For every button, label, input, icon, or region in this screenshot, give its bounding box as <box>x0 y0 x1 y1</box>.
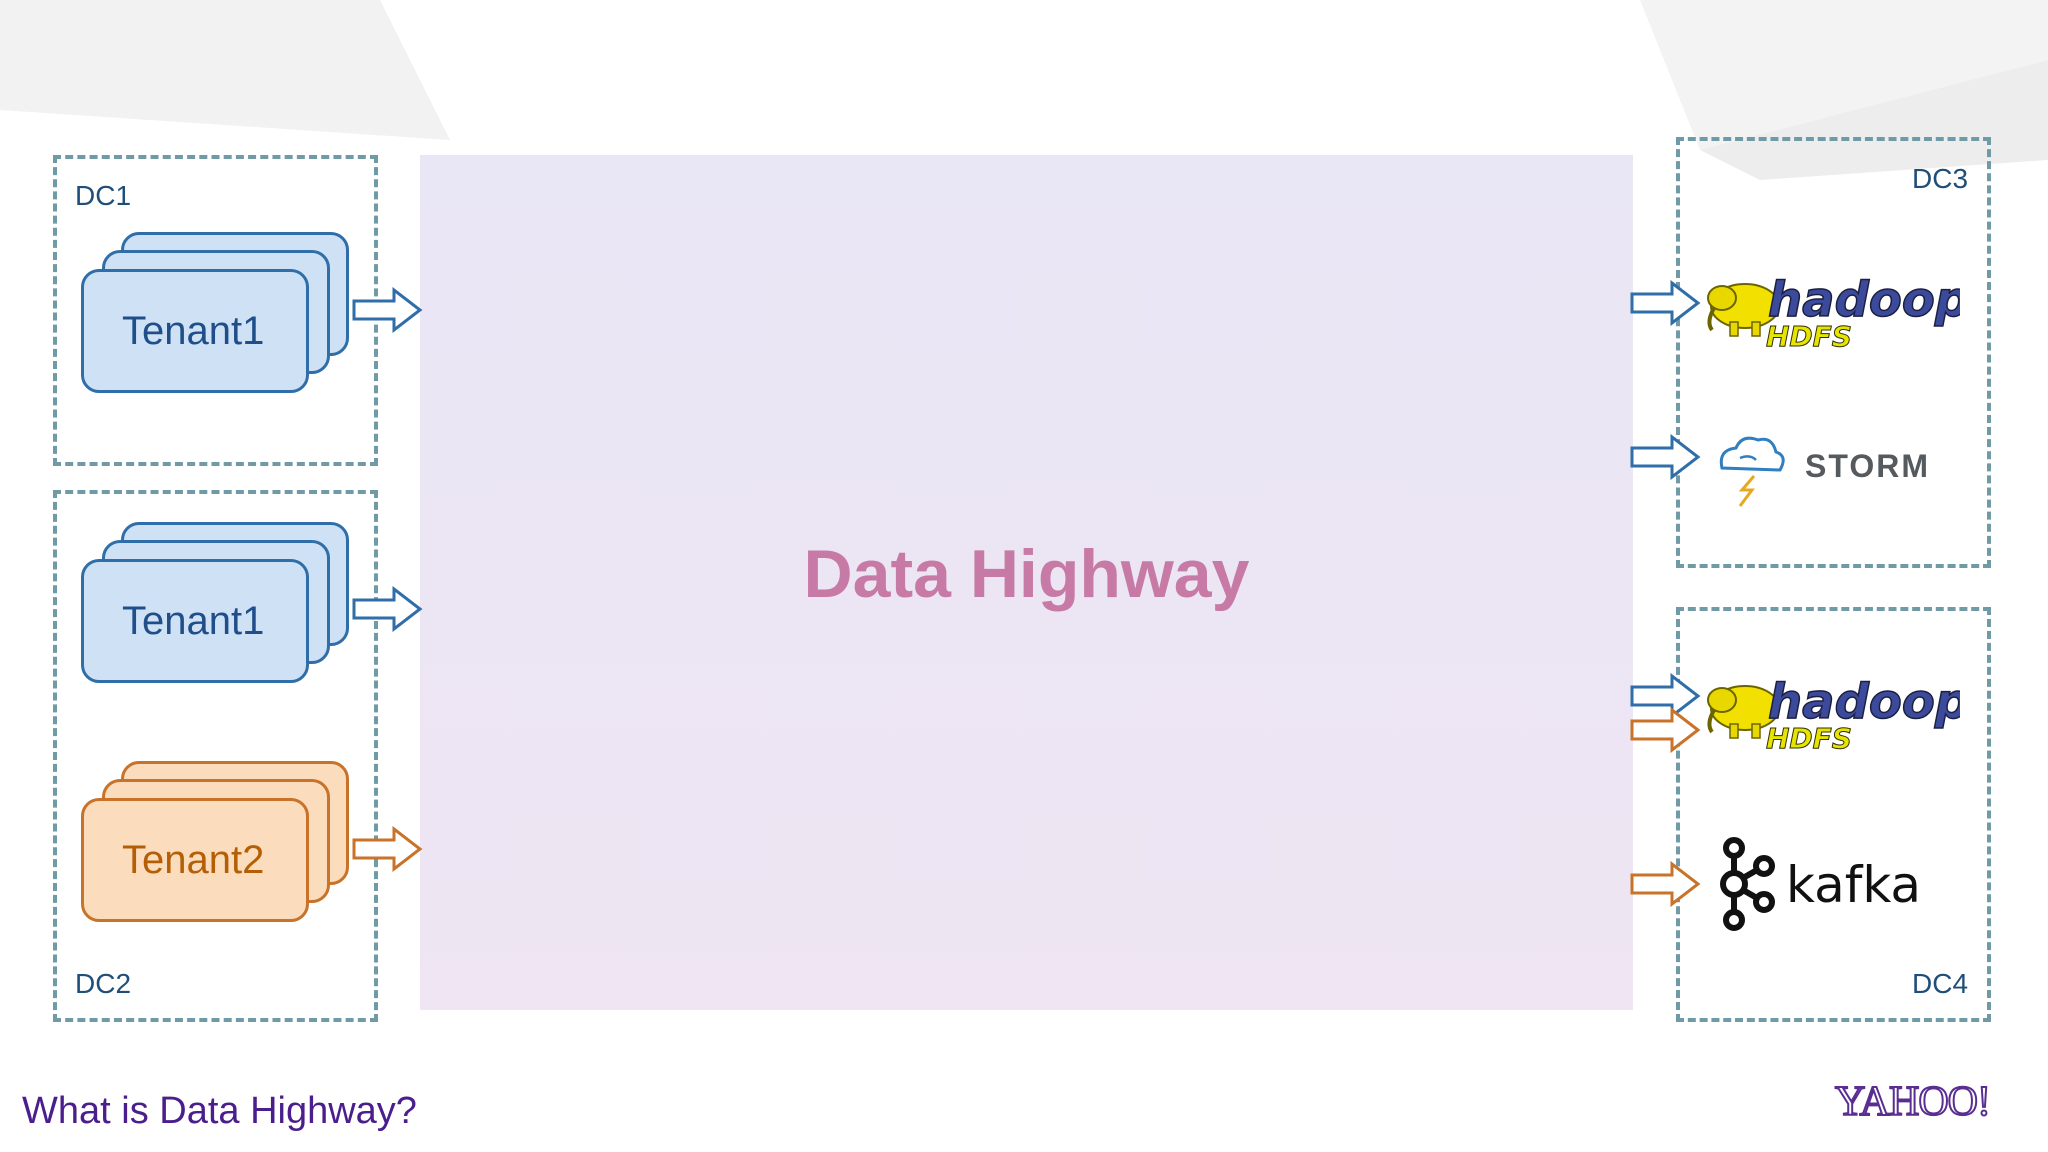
storm-word: STORM <box>1805 448 1930 484</box>
arrow-to-hadoop-dc3 <box>1630 280 1701 326</box>
hadoop-logo-dc3: hadoop HDFS <box>1707 271 1960 354</box>
arrow-tenant1-dc1 <box>352 287 423 333</box>
background-facets <box>0 0 2048 180</box>
kafka-word: kafka <box>1786 856 1922 914</box>
arrow-to-kafka-dc4 <box>1630 861 1701 907</box>
arrow-tenant1-dc2 <box>352 586 423 632</box>
hdfs-word: HDFS <box>1766 722 1852 755</box>
hdfs-word: HDFS <box>1766 320 1852 353</box>
kafka-nodes-icon <box>1720 837 1775 931</box>
storm-cloud-icon <box>1719 436 1785 507</box>
dc4-box <box>1676 607 1991 1022</box>
slide-title: What is Data Highway? <box>22 1090 417 1132</box>
dc2-label: DC2 <box>75 968 132 999</box>
tenant-label: Tenant2 <box>122 838 265 882</box>
tenant-card-front <box>81 559 309 683</box>
tenant-label: Tenant1 <box>122 599 265 643</box>
hadoop-elephant-icon <box>1707 283 1780 337</box>
hadoop-word: hadoop <box>1768 272 1960 328</box>
arrow-to-hadoop-dc4-tenant1 <box>1630 673 1701 719</box>
yahoo-logo: YAHOO! <box>1834 1078 1992 1126</box>
hadoop-word: hadoop <box>1768 674 1960 730</box>
tenant-label: Tenant1 <box>122 309 265 353</box>
tenant-card-front <box>81 798 309 922</box>
tenant-card-front <box>81 269 309 393</box>
dc2-box <box>53 490 378 1022</box>
arrow-tenant2-dc2 <box>352 826 423 872</box>
data-highway-panel <box>420 155 1633 1010</box>
hadoop-logo-dc4: hadoop HDFS <box>1707 673 1960 756</box>
dc1-label: DC1 <box>75 180 132 211</box>
dc4-label: DC4 <box>1912 968 1969 999</box>
arrow-to-storm-dc3 <box>1630 434 1701 480</box>
hadoop-elephant-icon <box>1707 685 1780 739</box>
arrow-to-hadoop-dc4-tenant2 <box>1630 707 1701 753</box>
dc3-label: DC3 <box>1912 163 1969 194</box>
data-highway-label: Data Highway <box>803 536 1250 612</box>
dc3-box <box>1676 137 1991 568</box>
